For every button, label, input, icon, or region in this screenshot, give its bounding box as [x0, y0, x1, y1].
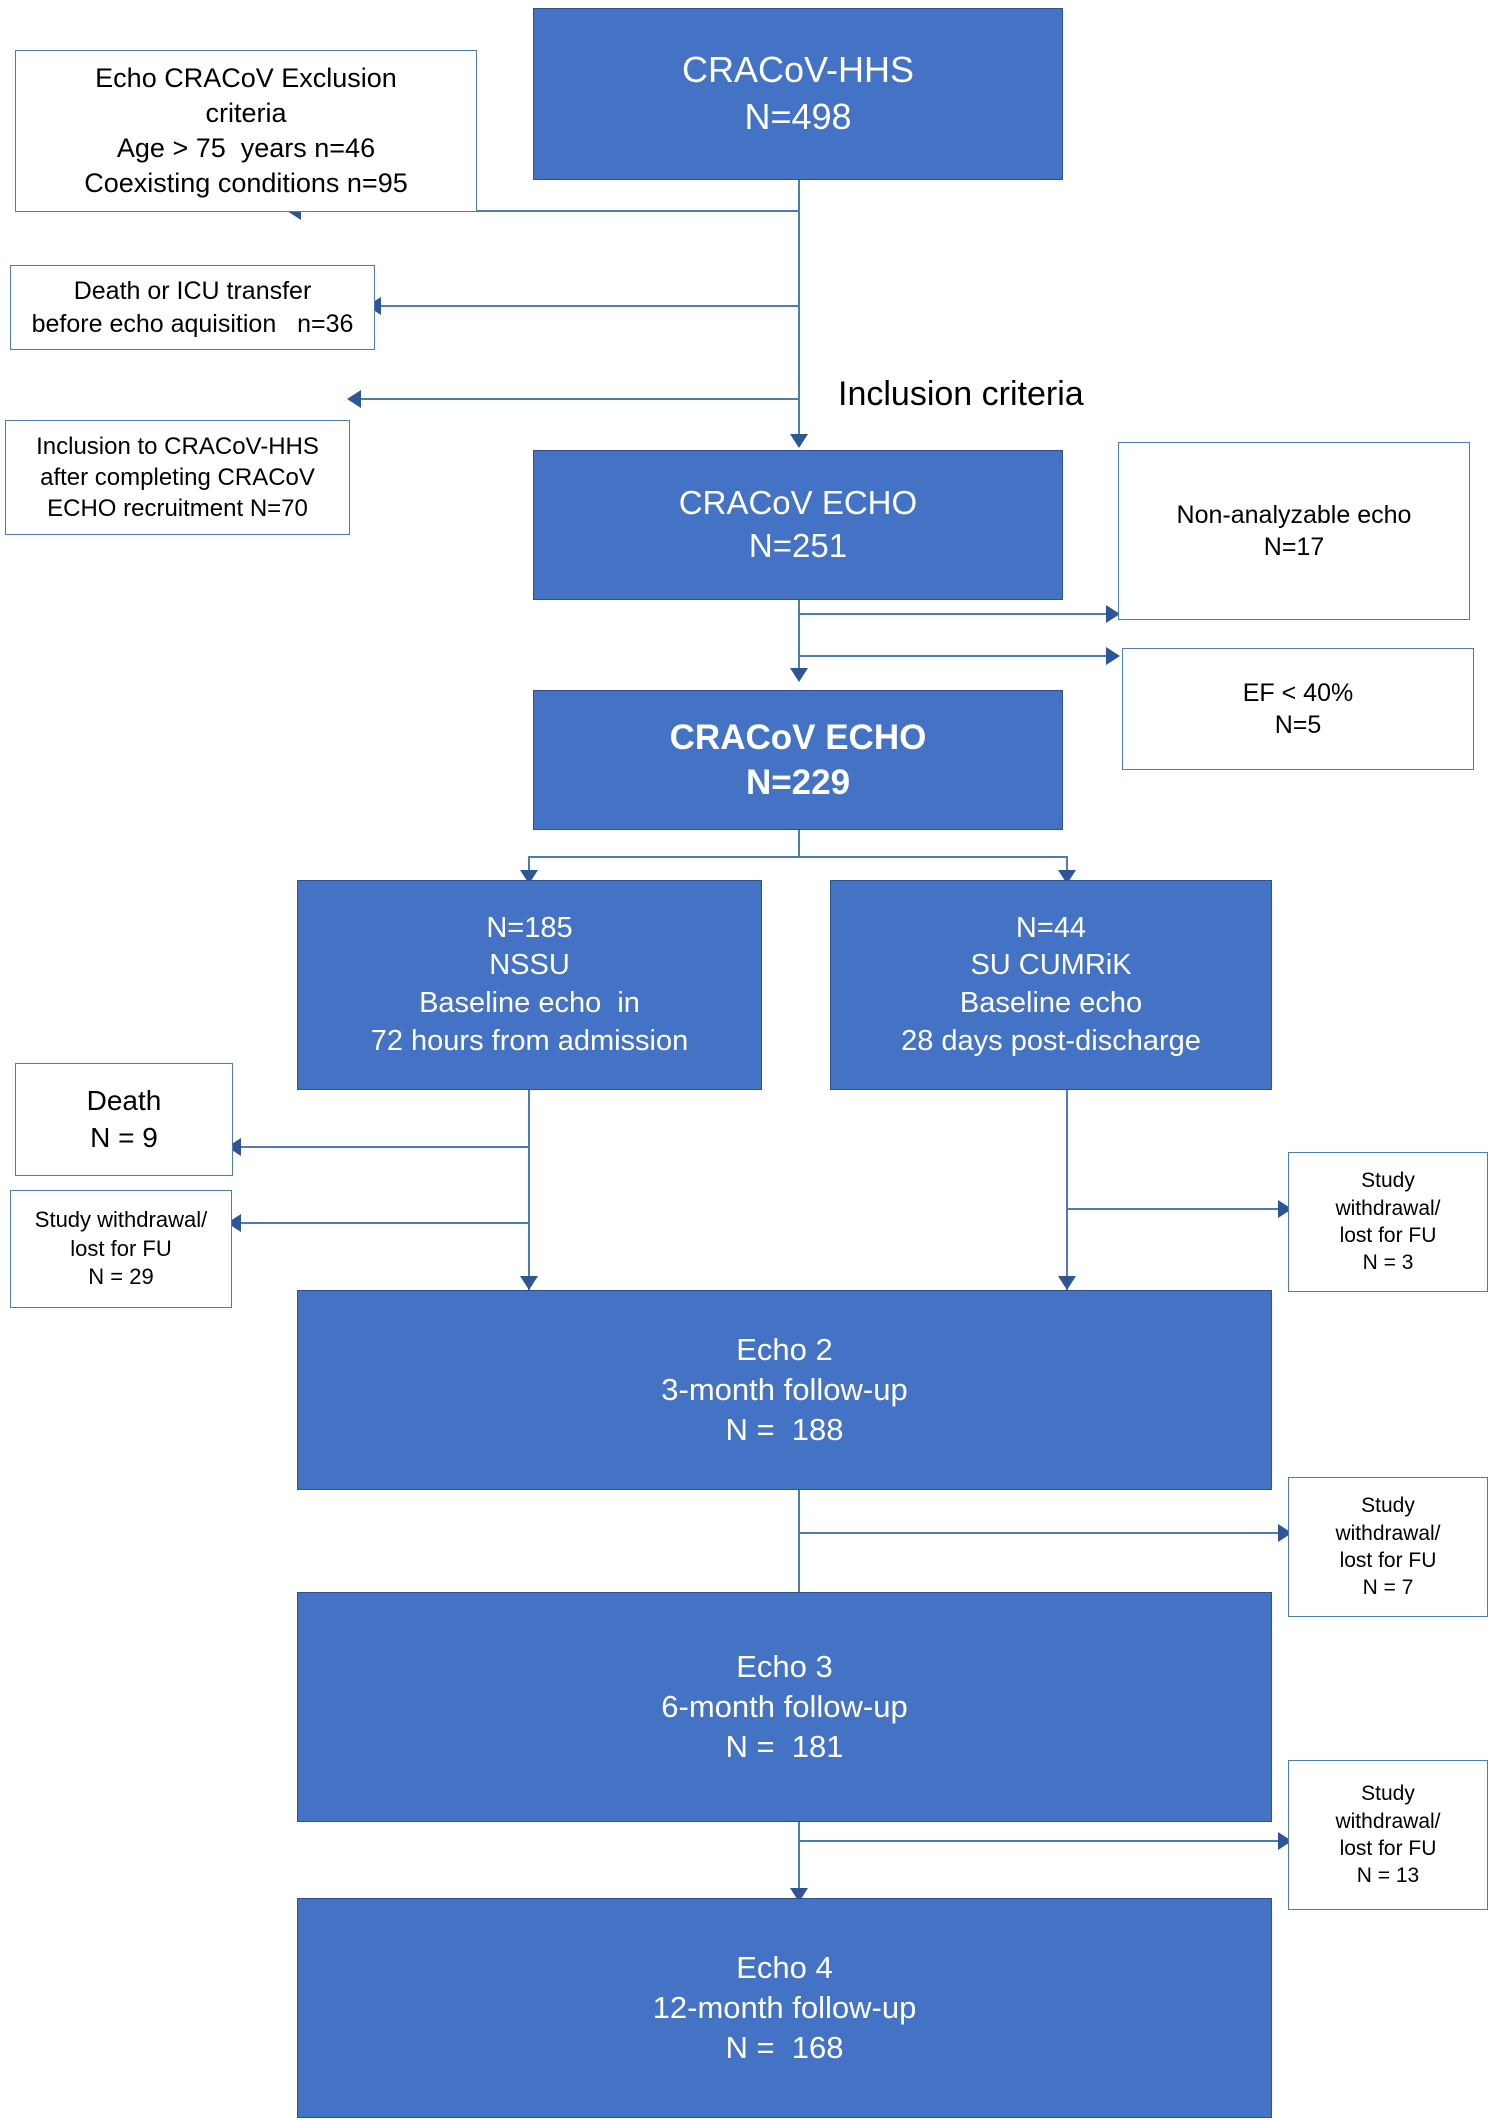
node-ef-under-40[interactable]: EF < 40% N=5 — [1122, 648, 1474, 770]
node-echo-2[interactable]: Echo 2 3-month follow-up N = 188 — [297, 1290, 1272, 1490]
connector-to-exclusion — [300, 210, 800, 212]
node-su-cumrik-line4: 28 days post-discharge — [901, 1024, 1201, 1057]
node-death-icu[interactable]: Death or ICU transfer before echo aquisi… — [10, 265, 375, 350]
node-withdrawal-3[interactable]: Study withdrawal/ lost for FU N = 3 — [1288, 1152, 1488, 1292]
node-cracov-hhs[interactable]: CRACoV-HHS N=498 — [533, 8, 1063, 180]
node-withdrawal-29-line1: Study withdrawal/ — [34, 1207, 208, 1233]
node-su-cumrik-line3: Baseline echo — [959, 987, 1143, 1019]
node-echo-3-line3: N = 181 — [725, 1729, 844, 1765]
node-exclusion-criteria-line1: Echo CRACoV Exclusion — [95, 62, 397, 93]
node-death-icu-line2: before echo aquisition n=36 — [31, 309, 354, 338]
node-echo-4-line1: Echo 4 — [736, 1949, 833, 1985]
node-su-cumrik[interactable]: N=44 SU CUMRiK Baseline echo 28 days pos… — [830, 880, 1272, 1090]
node-echo-3[interactable]: Echo 3 6-month follow-up N = 181 — [297, 1592, 1272, 1822]
connector-229-to-nssu — [528, 856, 530, 882]
arrowhead-to-cracov-echo-229 — [790, 668, 808, 682]
node-inclusion-after[interactable]: Inclusion to CRACoV-HHS after completing… — [5, 420, 350, 535]
node-non-analyzable-echo-line2: N=17 — [1263, 533, 1325, 561]
connector-to-death9 — [240, 1146, 530, 1148]
node-withdrawal-7-line3: lost for FU — [1339, 1549, 1437, 1572]
node-withdrawal-29[interactable]: Study withdrawal/ lost for FU N = 29 — [10, 1190, 232, 1308]
node-withdrawal-3-line1: Study — [1361, 1169, 1415, 1193]
node-exclusion-criteria-line2: criteria — [205, 97, 287, 128]
node-withdrawal-3-line4: N = 3 — [1362, 1251, 1414, 1275]
arrowhead-to-non-analyzable — [1106, 605, 1120, 623]
connector-nssu-to-echo2 — [528, 1090, 530, 1290]
node-inclusion-after-line2: after completing CRACoV — [40, 463, 315, 491]
node-nssu-line1: N=185 — [486, 911, 573, 944]
node-echo-3-line2: 6-month follow-up — [661, 1688, 908, 1724]
node-withdrawal-13-line1: Study — [1361, 1782, 1415, 1806]
node-withdrawal-7-line4: N = 7 — [1362, 1576, 1414, 1600]
node-withdrawal-3-line3: lost for FU — [1339, 1224, 1437, 1247]
node-cracov-echo-229[interactable]: CRACoV ECHO N=229 — [533, 690, 1063, 830]
arrowhead-nssu-to-echo2 — [520, 1276, 538, 1290]
node-cracov-echo-229-line1: CRACoV ECHO — [669, 717, 927, 757]
connector-251-to-229 — [798, 600, 800, 680]
connector-229-down — [798, 830, 800, 858]
arrowhead-sucumrik-to-echo2 — [1058, 1276, 1076, 1290]
connector-to-death-icu — [380, 305, 800, 307]
node-nssu-line2: NSSU — [489, 949, 570, 982]
connector-to-withdrawal3 — [1066, 1208, 1280, 1210]
node-exclusion-criteria-line4: Coexisting conditions n=95 — [84, 168, 408, 199]
node-withdrawal-7-line2: withdrawal/ — [1335, 1521, 1441, 1545]
node-withdrawal-3-line2: withdrawal/ — [1335, 1196, 1441, 1220]
node-death-9[interactable]: Death N = 9 — [15, 1063, 233, 1176]
node-nssu[interactable]: N=185 NSSU Baseline echo in 72 hours fro… — [297, 880, 762, 1090]
node-death-9-line2: N = 9 — [90, 1121, 158, 1153]
arrowhead-to-cracov-echo-251 — [790, 434, 808, 448]
node-inclusion-after-line1: Inclusion to CRACoV-HHS — [36, 432, 319, 460]
node-cracov-hhs-line1: CRACoV-HHS — [681, 49, 915, 91]
node-echo-2-line1: Echo 2 — [736, 1331, 833, 1367]
node-nssu-line4: 72 hours from admission — [370, 1024, 689, 1057]
connector-echo3-to-echo4 — [798, 1822, 800, 1900]
node-withdrawal-13[interactable]: Study withdrawal/ lost for FU N = 13 — [1288, 1760, 1488, 1910]
node-withdrawal-7[interactable]: Study withdrawal/ lost for FU N = 7 — [1288, 1477, 1488, 1617]
connector-to-withdrawal29 — [240, 1222, 530, 1224]
node-echo-4[interactable]: Echo 4 12-month follow-up N = 168 — [297, 1898, 1272, 2118]
node-withdrawal-13-line2: withdrawal/ — [1335, 1809, 1441, 1833]
connector-to-withdrawal7 — [798, 1532, 1280, 1534]
node-ef-under-40-line2: N=5 — [1274, 711, 1322, 739]
connector-echo2-to-echo3 — [798, 1490, 800, 1670]
node-withdrawal-29-line3: N = 29 — [88, 1264, 154, 1290]
connector-to-ef40 — [798, 655, 1108, 657]
connector-229-split — [528, 856, 1068, 858]
node-su-cumrik-line2: SU CUMRiK — [970, 949, 1132, 982]
node-withdrawal-29-line2: lost for FU — [70, 1235, 172, 1261]
node-withdrawal-13-line4: N = 13 — [1356, 1864, 1420, 1888]
node-cracov-echo-251-line2: N=251 — [748, 527, 848, 564]
connector-sucumrik-to-echo2 — [1066, 1090, 1068, 1290]
node-cracov-echo-229-line2: N=229 — [745, 763, 851, 802]
node-non-analyzable-echo[interactable]: Non-analyzable echo N=17 — [1118, 442, 1470, 620]
node-withdrawal-13-line3: lost for FU — [1339, 1837, 1437, 1860]
node-death-9-line1: Death — [86, 1085, 162, 1117]
label-inclusion-criteria: Inclusion criteria — [838, 375, 1084, 413]
node-echo-2-line2: 3-month follow-up — [661, 1371, 908, 1407]
node-cracov-echo-251-line1: CRACoV ECHO — [678, 484, 918, 522]
arrowhead-to-ef40 — [1106, 647, 1120, 665]
node-cracov-hhs-line2: N=498 — [744, 96, 852, 137]
node-death-icu-line1: Death or ICU transfer — [73, 277, 312, 305]
connector-spine-top — [798, 180, 800, 445]
node-echo-2-line3: N = 188 — [725, 1412, 844, 1448]
connector-to-non-analyzable — [798, 613, 1108, 615]
connector-229-to-sucumrik — [1066, 856, 1068, 882]
connector-to-inclusion-after — [360, 398, 800, 400]
node-ef-under-40-line1: EF < 40% — [1242, 678, 1354, 707]
node-echo-4-line3: N = 168 — [725, 2030, 844, 2066]
node-echo-3-line1: Echo 3 — [736, 1648, 833, 1684]
node-nssu-line3: Baseline echo in — [419, 987, 640, 1019]
node-su-cumrik-line1: N=44 — [1015, 911, 1087, 944]
node-inclusion-after-line3: ECHO recruitment N=70 — [47, 495, 308, 523]
node-exclusion-criteria[interactable]: Echo CRACoV Exclusion criteria Age > 75 … — [15, 50, 477, 212]
node-withdrawal-7-line1: Study — [1361, 1494, 1415, 1518]
node-cracov-echo-251[interactable]: CRACoV ECHO N=251 — [533, 450, 1063, 600]
node-exclusion-criteria-line3: Age > 75 years n=46 — [116, 133, 376, 163]
node-non-analyzable-echo-line1: Non-analyzable echo — [1176, 500, 1412, 529]
node-echo-4-line2: 12-month follow-up — [652, 1989, 917, 2025]
connector-to-withdrawal13 — [798, 1840, 1280, 1842]
arrowhead-to-inclusion-after — [347, 390, 361, 408]
